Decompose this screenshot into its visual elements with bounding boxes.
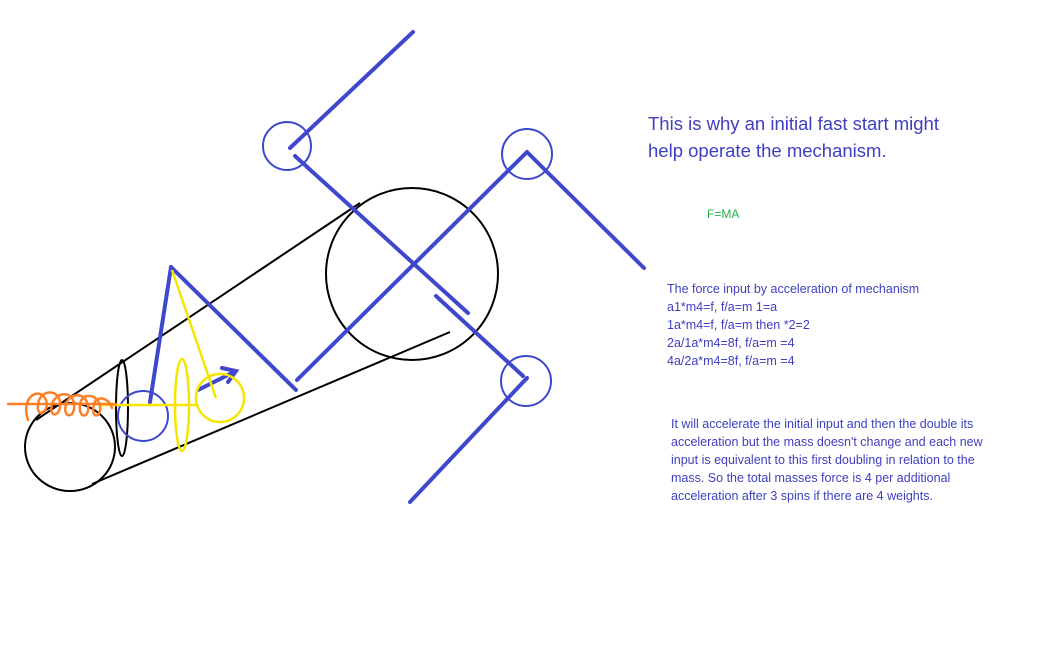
- force-line-3: 1a*m4=f, f/a=m then *2=2: [667, 318, 810, 332]
- force-line-5: 4a/2a*m4=8f, f/a=m =4: [667, 354, 795, 368]
- arm-lower-right: [434, 294, 525, 378]
- weight-upper-left: [262, 121, 312, 171]
- blue-linkage: [148, 30, 646, 504]
- black-cylinder: [24, 187, 499, 492]
- weight-input: [117, 390, 169, 442]
- belt-bottom: [91, 331, 451, 485]
- blue-weights: [117, 121, 553, 442]
- explanation-line-1: It will accelerate the initial input and…: [671, 417, 974, 431]
- black-ring: [115, 359, 129, 457]
- yellow-wheel: [194, 372, 246, 424]
- headline-line-2: help operate the mechanism.: [648, 140, 887, 161]
- arm-upper-right-outer: [525, 150, 646, 270]
- belt-top: [35, 202, 361, 421]
- explanation-line-2: acceleration but the mass doesn't change…: [671, 435, 983, 449]
- zigzag-down: [169, 265, 298, 392]
- headline-text: This is why an initial fast start might …: [648, 110, 939, 164]
- zigzag-up: [148, 265, 173, 404]
- explanation-line-4: mass. So the total masses force is 4 per…: [671, 471, 951, 485]
- arrow-head: [220, 366, 240, 384]
- formula-label: F=MA: [707, 207, 740, 221]
- force-line-4: 2a/1a*m4=8f, f/a=m =4: [667, 336, 795, 350]
- orange-coils: [24, 391, 114, 422]
- large-wheel: [325, 187, 499, 361]
- explanation-line-5: acceleration after 3 spins if there are …: [671, 489, 933, 503]
- force-calculation-text: The force input by acceleration of mecha…: [667, 280, 919, 370]
- explanation-line-3: input is equivalent to this first doubli…: [671, 453, 975, 467]
- force-line-1: The force input by acceleration of mecha…: [667, 282, 920, 296]
- force-line-2: a1*m4=f, f/a=m 1=a: [667, 300, 778, 314]
- headline-line-1: This is why an initial fast start might: [648, 113, 939, 134]
- weight-upper-right: [501, 128, 553, 180]
- explanation-text: It will accelerate the initial input and…: [671, 415, 983, 505]
- weight-lower-right: [500, 355, 552, 407]
- orange-scribble: [6, 391, 118, 422]
- arm-lower-right-outer: [408, 376, 529, 504]
- arm-upper-left-inner: [293, 154, 470, 315]
- arm-upper-left-outer: [288, 30, 415, 150]
- arm-center-up: [295, 150, 529, 382]
